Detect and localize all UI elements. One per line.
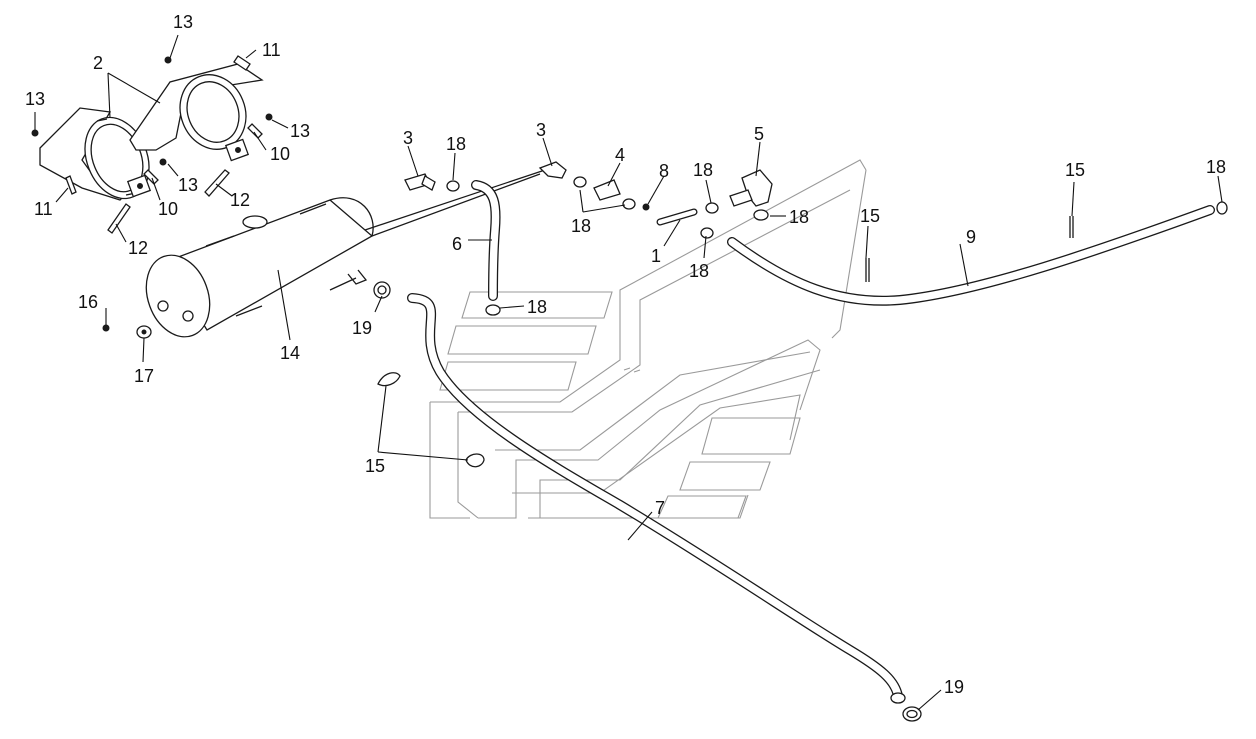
callout-11b: 11 — [34, 199, 53, 219]
callout-13a: 13 — [25, 89, 45, 109]
leader-lines — [34, 34, 1223, 711]
callout-9: 9 — [966, 227, 976, 247]
clamp-19-group — [373, 281, 922, 722]
fastener-group — [31, 55, 273, 234]
callout-19a: 19 — [352, 318, 372, 338]
nut-13a — [31, 129, 39, 137]
nut-13d — [265, 113, 273, 121]
callout-12b: 12 — [128, 238, 148, 258]
callout-8: 8 — [659, 161, 669, 181]
callout-3b: 3 — [536, 120, 546, 140]
callout-5: 5 — [754, 124, 764, 144]
air-tank — [145, 169, 546, 338]
callout-18a: 18 — [446, 134, 466, 154]
callout-14: 14 — [280, 343, 300, 363]
callout-15b: 15 — [860, 206, 880, 226]
callout-18c: 18 — [693, 160, 713, 180]
plug-17 — [136, 325, 152, 339]
callout-11a: 11 — [262, 40, 281, 60]
callout-13d: 13 — [290, 121, 310, 141]
connector-4 — [593, 179, 621, 201]
cable-tie-15-group — [377, 216, 1074, 468]
callout-10b: 10 — [158, 199, 178, 219]
valve-5 — [729, 169, 773, 207]
callout-18b: 18 — [571, 216, 591, 236]
callout-labels: 1 2 3 3 4 5 6 7 8 9 10 10 11 11 12 12 13… — [25, 12, 1226, 697]
callout-18f: 18 — [527, 297, 547, 317]
vehicle-frame-outline — [429, 159, 867, 519]
callout-2: 2 — [93, 53, 103, 73]
callout-18d: 18 — [789, 207, 809, 227]
elbow-fitting-3b — [538, 161, 567, 179]
clamp-18-group — [446, 176, 1228, 316]
callout-18e: 18 — [689, 261, 709, 281]
bolt-12b — [107, 203, 131, 234]
bolt-11b — [65, 175, 77, 195]
callout-17: 17 — [134, 366, 154, 386]
elbow-fitting-3a — [404, 173, 436, 191]
mounting-bracket-left — [39, 107, 152, 201]
callout-1: 1 — [651, 246, 661, 266]
callout-12a: 12 — [230, 190, 250, 210]
mounting-bracket-right — [129, 63, 264, 162]
hose-7 — [407, 293, 906, 704]
ring-8 — [642, 203, 650, 211]
nut-13c — [159, 158, 167, 166]
callout-10a: 10 — [270, 144, 290, 164]
callout-15c: 15 — [1065, 160, 1085, 180]
hose-9 — [727, 205, 1215, 306]
bolt-11a — [233, 55, 251, 71]
spacer-10a — [247, 123, 263, 139]
callout-13b: 13 — [173, 12, 193, 32]
callout-15a: 15 — [365, 456, 385, 476]
pipe-1 — [656, 208, 698, 226]
nut-13b — [164, 56, 172, 64]
plug-16 — [102, 324, 110, 332]
callout-3a: 3 — [403, 128, 413, 148]
bolt-12a — [204, 169, 230, 197]
callout-6: 6 — [452, 234, 462, 254]
callout-7: 7 — [655, 498, 665, 518]
callout-19b: 19 — [944, 677, 964, 697]
callout-16: 16 — [78, 292, 98, 312]
callout-4: 4 — [615, 145, 625, 165]
hose-6 — [471, 180, 501, 301]
callout-13c: 13 — [178, 175, 198, 195]
callout-18g: 18 — [1206, 157, 1226, 177]
